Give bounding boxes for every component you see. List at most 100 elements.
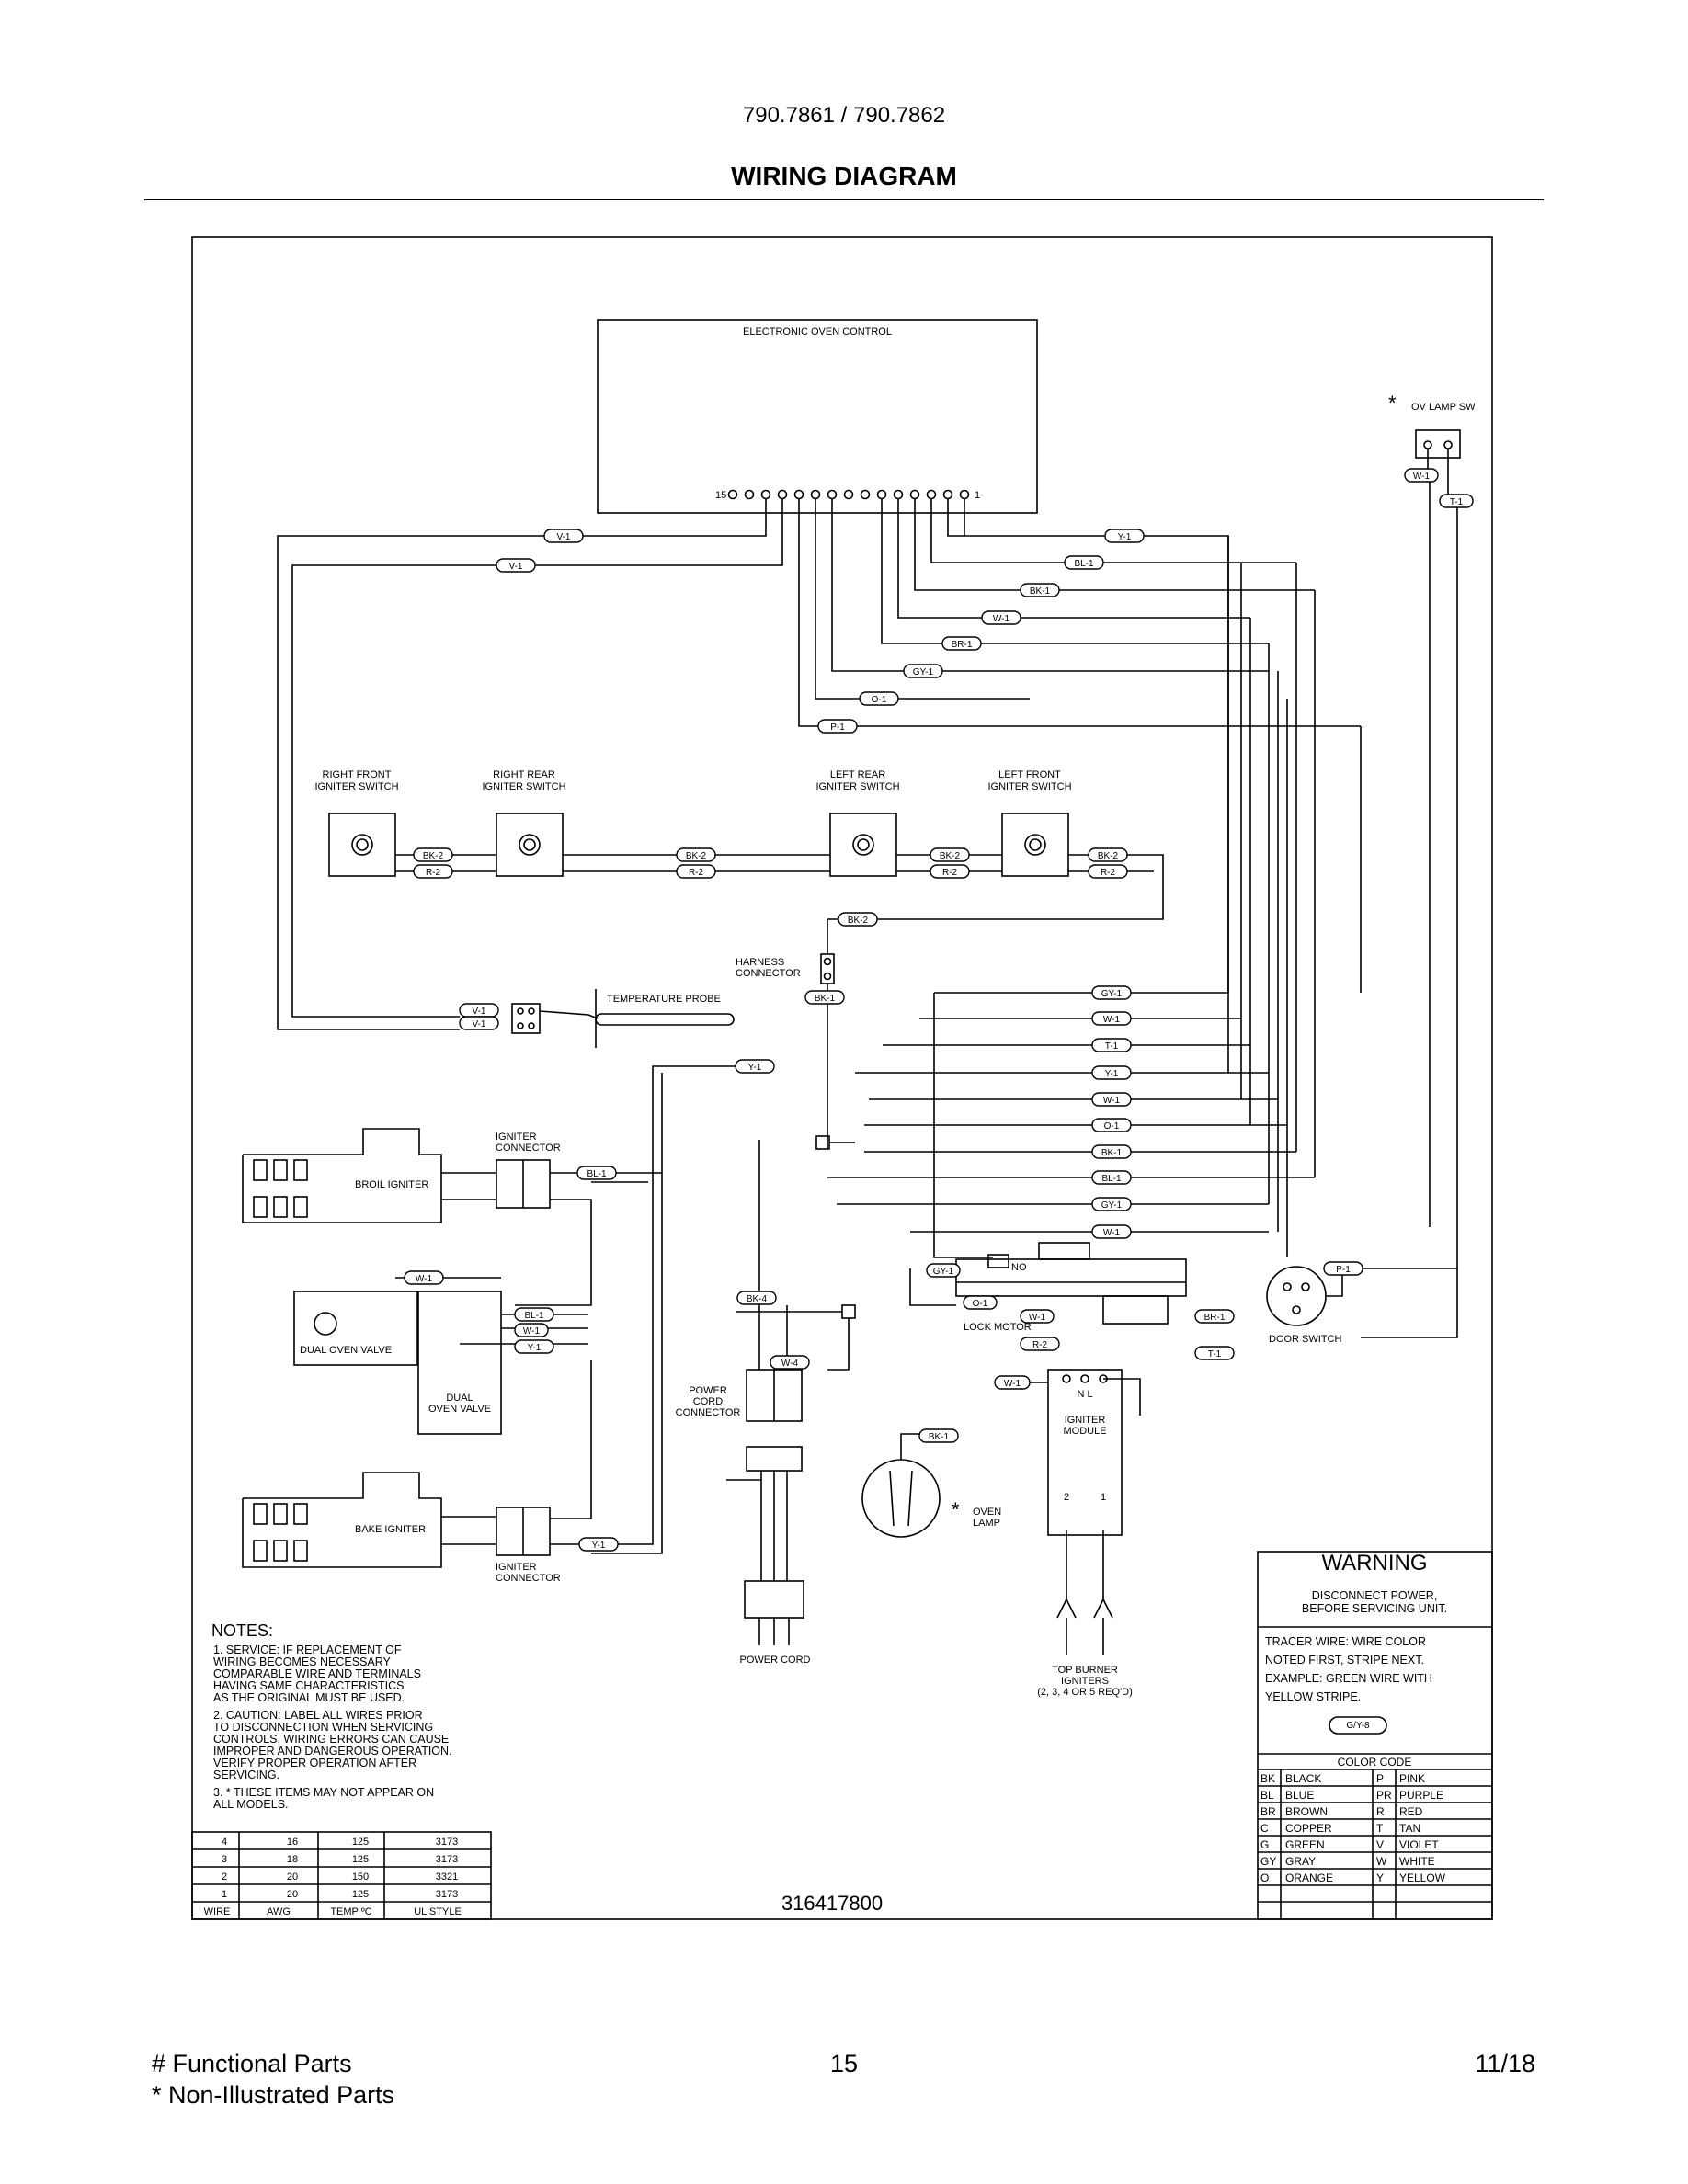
temperature-probe-label: TEMPERATURE PROBE	[607, 994, 721, 1005]
svg-text:G: G	[1260, 1838, 1269, 1851]
page-number: 15	[829, 2050, 859, 2077]
svg-text:RED: RED	[1399, 1805, 1423, 1818]
svg-text:T-1: T-1	[1105, 1041, 1119, 1052]
svg-text:BL-1: BL-1	[1074, 559, 1094, 569]
svg-text:IMPROPER AND DANGEROUS OPERATI: IMPROPER AND DANGEROUS OPERATION.	[213, 1745, 452, 1757]
svg-text:16: 16	[287, 1837, 298, 1848]
svg-text:BK-2: BK-2	[423, 851, 444, 861]
svg-text:PURPLE: PURPLE	[1399, 1789, 1443, 1802]
svg-text:BL-1: BL-1	[524, 1311, 544, 1321]
svg-text:TEMP ºC: TEMP ºC	[330, 1906, 371, 1917]
svg-text:W-4: W-4	[781, 1359, 799, 1369]
svg-text:N L: N L	[1077, 1389, 1092, 1400]
svg-text:TOP BURNER: TOP BURNER	[1052, 1665, 1118, 1676]
door-switch-label: DOOR SWITCH	[1269, 1334, 1341, 1345]
svg-text:AS THE ORIGINAL MUST BE USED.: AS THE ORIGINAL MUST BE USED.	[213, 1691, 405, 1704]
svg-text:W-1: W-1	[993, 614, 1010, 624]
svg-text:W-1: W-1	[1103, 1228, 1121, 1238]
svg-text:O-1: O-1	[973, 1299, 988, 1309]
svg-text:CONNECTOR: CONNECTOR	[496, 1143, 561, 1154]
svg-text:W-1: W-1	[1413, 472, 1431, 482]
svg-text:T-1: T-1	[1208, 1349, 1222, 1359]
part-number: 316417800	[781, 1892, 883, 1915]
svg-text:GREEN: GREEN	[1285, 1838, 1325, 1851]
svg-text:GY-1: GY-1	[933, 1267, 954, 1277]
broil-igniter	[242, 1128, 496, 1223]
svg-text:125: 125	[352, 1889, 369, 1900]
functional-parts-note: # Functional Parts	[152, 2050, 352, 2077]
svg-text:W-1: W-1	[1103, 1015, 1121, 1025]
svg-text:PINK: PINK	[1399, 1772, 1425, 1785]
svg-text:BR-1: BR-1	[952, 640, 973, 650]
svg-text:Y-1: Y-1	[748, 1063, 762, 1073]
svg-text:C: C	[1260, 1822, 1269, 1835]
svg-text:3. * THESE ITEMS MAY NOT APPE: 3. * THESE ITEMS MAY NOT APPEAR ON	[213, 1786, 434, 1799]
svg-text:BK-2: BK-2	[1098, 851, 1119, 861]
svg-text:IGNITER SWITCH: IGNITER SWITCH	[987, 781, 1071, 792]
svg-text:DUAL: DUAL	[446, 1393, 473, 1404]
svg-text:RIGHT FRONT: RIGHT FRONT	[323, 769, 392, 780]
notes-block: NOTES: 1. SERVICE: IF REPLACEMENT OF WIR…	[211, 1621, 452, 1811]
svg-text:G/Y-8: G/Y-8	[1346, 1721, 1370, 1731]
svg-text:Y-1: Y-1	[1118, 532, 1132, 542]
svg-text:OVEN VALVE: OVEN VALVE	[428, 1404, 491, 1415]
svg-text:R: R	[1376, 1805, 1385, 1818]
svg-text:SERVICING.: SERVICING.	[213, 1769, 279, 1781]
svg-text:LEFT FRONT: LEFT FRONT	[998, 769, 1061, 780]
svg-text:R-2: R-2	[1032, 1340, 1048, 1350]
door-switch	[1266, 1266, 1327, 1326]
svg-text:V: V	[1376, 1838, 1384, 1851]
svg-text:W-1: W-1	[1004, 1379, 1021, 1389]
warning-title: WARNING	[1321, 1551, 1427, 1575]
svg-text:W-1: W-1	[1029, 1313, 1046, 1323]
svg-text:TAN: TAN	[1399, 1822, 1420, 1835]
svg-text:Y-1: Y-1	[1105, 1069, 1119, 1079]
svg-text:COPPER: COPPER	[1285, 1822, 1332, 1835]
component-labels: ELECTRONIC OVEN CONTROL 15 1 * OV LAMP S…	[300, 326, 1476, 1915]
svg-text:CORD: CORD	[693, 1396, 723, 1407]
pin-last: 1	[975, 490, 980, 501]
svg-text:BK: BK	[1260, 1772, 1275, 1785]
oven-lamp	[861, 1459, 941, 1538]
svg-text:VIOLET: VIOLET	[1399, 1838, 1439, 1851]
dual-oven-valve-label: DUAL OVEN VALVE	[300, 1345, 392, 1356]
svg-text:CONTROLS. WIRING ERRORS CAN C: CONTROLS. WIRING ERRORS CAN CAUSE	[213, 1733, 449, 1746]
igniter-module	[1047, 1369, 1123, 1536]
svg-text:W-1: W-1	[523, 1326, 541, 1337]
svg-text:NO: NO	[1011, 1262, 1027, 1273]
bake-igniter	[242, 1472, 496, 1568]
svg-text:GY: GY	[1260, 1855, 1276, 1868]
svg-text:CONNECTOR: CONNECTOR	[676, 1407, 741, 1418]
svg-text:WHITE: WHITE	[1399, 1855, 1435, 1868]
svg-text:BR-1: BR-1	[1204, 1313, 1226, 1323]
svg-text:VERIFY PROPER OPERATION AFTER: VERIFY PROPER OPERATION AFTER	[213, 1757, 416, 1769]
svg-text:LAMP: LAMP	[973, 1518, 1000, 1529]
svg-text:IGNITER SWITCH: IGNITER SWITCH	[314, 781, 398, 792]
svg-text:Y-1: Y-1	[528, 1343, 542, 1353]
svg-text:P-1: P-1	[830, 722, 845, 733]
svg-text:W-1: W-1	[416, 1274, 433, 1284]
probe-connector	[511, 1003, 541, 1034]
svg-text:BROWN: BROWN	[1285, 1805, 1328, 1818]
svg-text:BK-2: BK-2	[940, 851, 961, 861]
svg-text:3173: 3173	[436, 1854, 458, 1865]
svg-text:CONNECTOR: CONNECTOR	[496, 1573, 561, 1584]
svg-text:EXAMPLE: GREEN WIRE WITH: EXAMPLE: GREEN WIRE WITH	[1265, 1672, 1432, 1685]
revision-date: 11/18	[1475, 2050, 1535, 2077]
svg-text:YELLOW: YELLOW	[1399, 1871, 1446, 1884]
asterisk-lamp-sw: *	[1388, 392, 1397, 415]
svg-text:125: 125	[352, 1837, 369, 1848]
svg-text:POWER: POWER	[689, 1385, 727, 1396]
svg-text:BLUE: BLUE	[1285, 1789, 1314, 1802]
oven-lamp-switch	[1415, 429, 1461, 459]
electronic-oven-control	[597, 319, 1038, 514]
bake-igniter-label: BAKE IGNITER	[355, 1524, 426, 1535]
pin-first: 15	[715, 490, 726, 501]
svg-text:2. CAUTION: LABEL ALL WIRES: 2. CAUTION: LABEL ALL WIRES PRIOR	[213, 1709, 423, 1722]
svg-text:Y-1: Y-1	[592, 1541, 606, 1551]
svg-text:W: W	[1376, 1855, 1387, 1868]
svg-text:AWG: AWG	[267, 1906, 291, 1917]
svg-text:BK-2: BK-2	[686, 851, 707, 861]
